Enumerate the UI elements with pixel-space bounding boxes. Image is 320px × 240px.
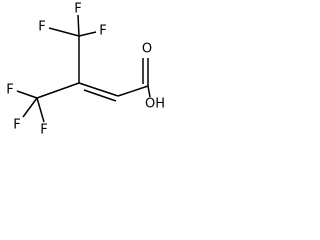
hydroxyl-label: OH	[145, 97, 165, 112]
fluorine-label: F	[38, 20, 45, 35]
fluorine-label: F	[74, 2, 81, 17]
fluorine-label: F	[99, 24, 106, 39]
bond-c2-c4	[36, 82, 80, 99]
fluorine-label: F	[40, 123, 47, 138]
bond-c1-f3	[78, 31, 97, 37]
bond-c1-f2	[48, 27, 80, 37]
bond-c1-f1	[77, 14, 80, 37]
bond-c4-f4	[16, 90, 38, 99]
structural-formula: F F F F F F O OH	[6, 2, 165, 138]
oxygen-label: O	[142, 42, 152, 57]
double-bond-c2-c3	[78, 82, 119, 97]
fluorine-label: F	[13, 118, 20, 133]
bond-c4-f5	[22, 97, 38, 118]
double-bond-c2-c3-inner	[83, 89, 117, 102]
bond-c3-c5	[117, 85, 149, 97]
bond-c4-f6	[36, 97, 45, 123]
fluorine-label: F	[6, 83, 13, 98]
bond-c5-oh	[147, 85, 151, 98]
